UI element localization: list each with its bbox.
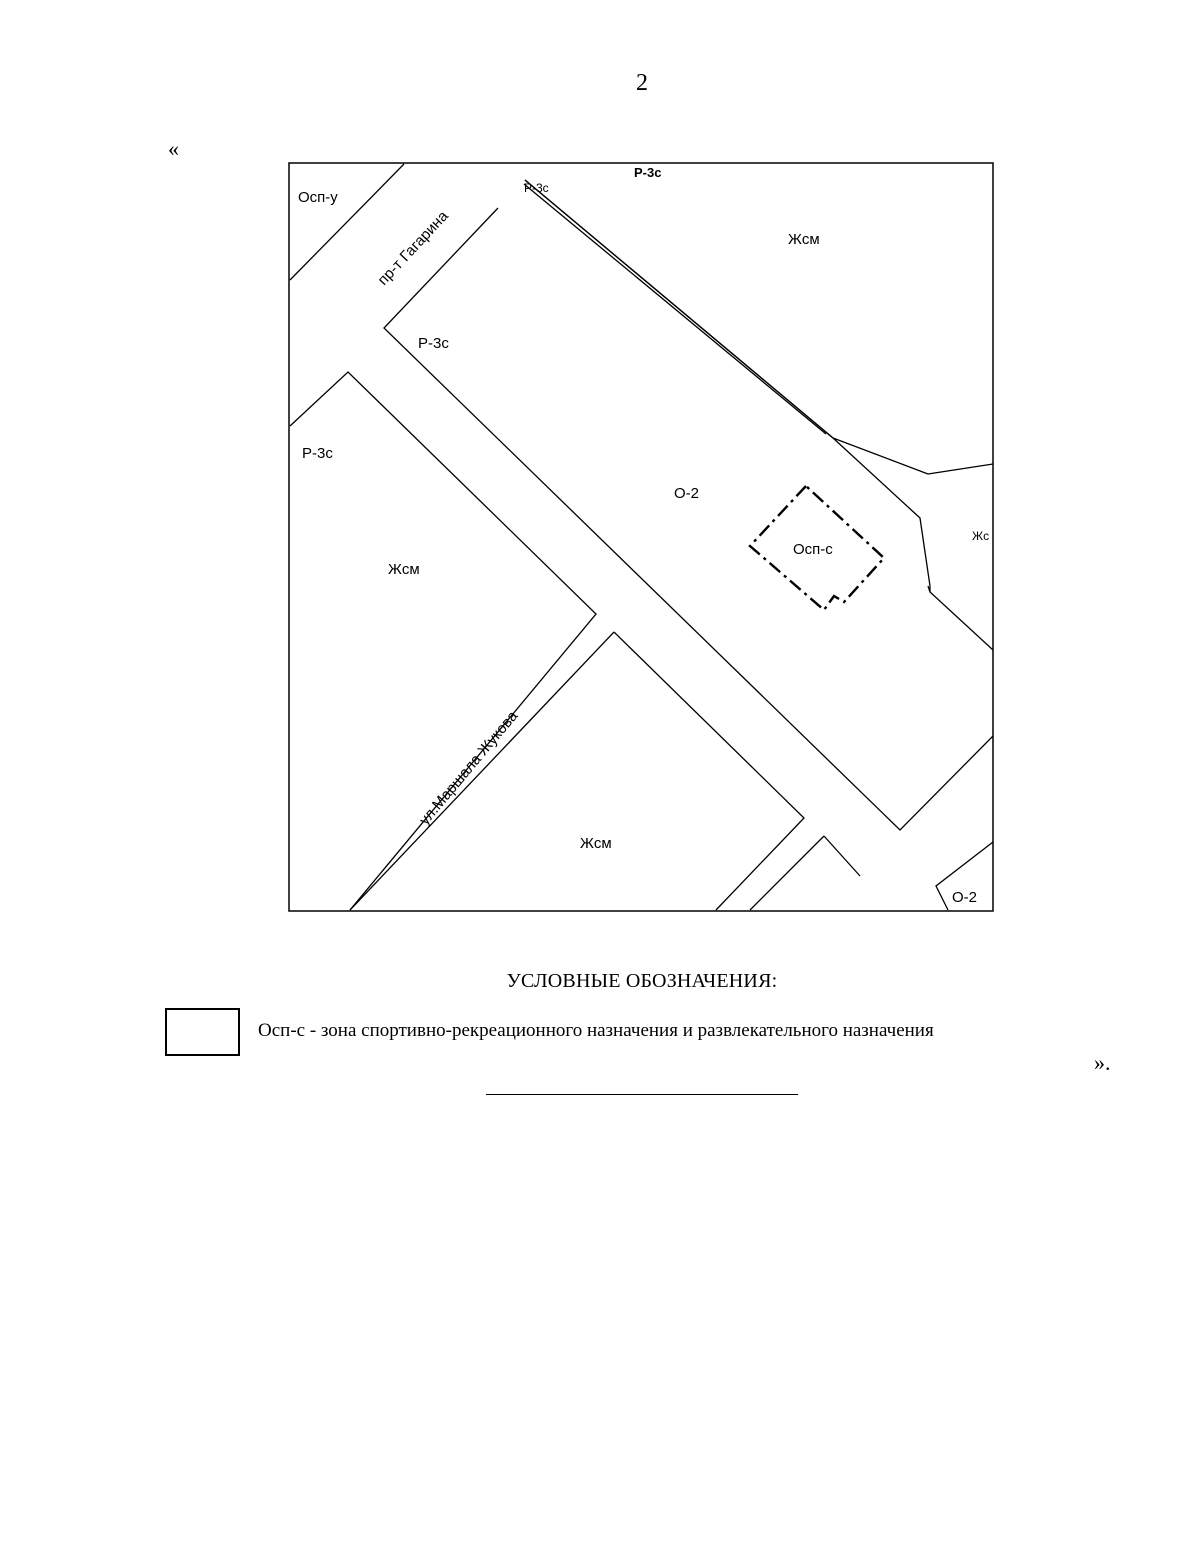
- zone-label-zhsm-left: Жсм: [388, 561, 420, 578]
- page-number: 2: [636, 70, 648, 96]
- legend-title: УСЛОВНЫЕ ОБОЗНАЧЕНИЯ:: [506, 970, 778, 992]
- zone-label-o2-corner: О-2: [952, 889, 977, 906]
- boundary-r3c-left: [289, 371, 597, 911]
- map-border: [288, 162, 994, 912]
- legend-item-text: Осп-с - зона спортивно-рекреационного на…: [258, 1020, 934, 1041]
- zone-label-zhsm-top: Жсм: [788, 231, 820, 248]
- zone-label-zhsm-bottom: Жсм: [580, 835, 612, 852]
- zone-label-r3c-top-bold: Р-3с: [634, 165, 661, 180]
- closing-quote: ».: [1094, 1050, 1111, 1075]
- boundary-zhsm-top: [524, 179, 994, 475]
- legend-swatch: [165, 1008, 240, 1056]
- zone-label-zhs-right: Жс: [972, 529, 989, 543]
- osp-c-dashed-boundary: [748, 484, 886, 612]
- zone-label-osp-c: Осп-с: [793, 541, 833, 558]
- boundary-osp-u: [289, 163, 405, 281]
- boundary-r3c-top: [524, 179, 994, 651]
- boundary-lower-right: [749, 835, 861, 911]
- zoning-map: пр-т Гагарина ул.Маршала Жукова Осп-у Р-…: [288, 162, 994, 912]
- zone-label-o2-main: О-2: [674, 485, 699, 502]
- opening-quote: «: [168, 136, 179, 161]
- boundary-o2-corner: [935, 841, 994, 911]
- zone-label-r3c-mid: Р-3с: [418, 335, 449, 352]
- boundary-zhsm-bottom: [349, 631, 805, 911]
- street-label-gagarin: пр-т Гагарина: [374, 207, 452, 289]
- street-label-zhukov: ул.Маршала Жукова: [416, 707, 522, 828]
- zone-label-osp-u: Осп-у: [298, 189, 338, 206]
- boundary-r3c-mid: [383, 207, 994, 831]
- bottom-rule: [486, 1094, 798, 1095]
- boundary-right-edge: [927, 585, 931, 593]
- zone-label-r3c-top-small: Р-3с: [524, 181, 549, 195]
- boundary-zhsm-top-lower: [523, 183, 929, 475]
- zone-label-r3c-left: Р-3с: [302, 445, 333, 462]
